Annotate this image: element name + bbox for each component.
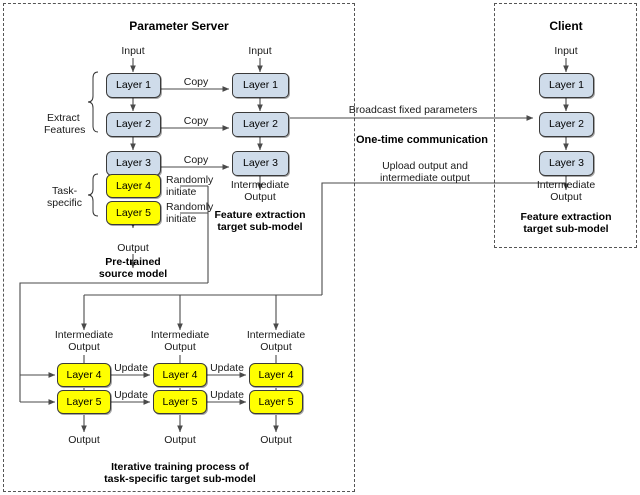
random-initiate-1-line1: Randomly (166, 174, 214, 186)
group-label-task-line2: specific (47, 197, 83, 209)
client-submodel-caption-line2: target sub-model (523, 223, 609, 235)
source-layer-2-label: Layer 2 (115, 118, 152, 131)
client-submodel-layer-2-label: Layer 2 (548, 118, 585, 131)
client-submodel-layer-1: Layer 1 (539, 73, 594, 98)
update-label-4: Update (210, 389, 244, 401)
one-time-communication-label: One-time communication (355, 134, 489, 146)
source-layer-4-label: Layer 4 (115, 179, 152, 192)
source-layer-1-label: Layer 1 (115, 79, 152, 92)
random-initiate-1-line2: initiate (166, 186, 197, 198)
copy-label-3: Copy (183, 154, 209, 166)
copy-label-2: Copy (183, 115, 209, 127)
client-submodel-layer-3-label: Layer 3 (548, 157, 585, 170)
source-caption-line2: source model (98, 268, 168, 280)
iter-1-layer-4-label: Layer 4 (66, 368, 102, 381)
iter-2-intermediate-line1: Intermediate (150, 329, 210, 341)
iter-3-intermediate-line1: Intermediate (246, 329, 306, 341)
server-submodel-intermediate-line2: Output (244, 191, 276, 203)
upload-label-line2: intermediate output (380, 172, 470, 184)
iter-3-layer-4: Layer 4 (249, 363, 303, 387)
iter-2-layer-4-label: Layer 4 (162, 368, 198, 381)
iterative-caption-line2: task-specific target sub-model (104, 473, 256, 485)
iter-2-intermediate-line2: Output (164, 341, 196, 353)
server-submodel-intermediate-line1: Intermediate (230, 179, 290, 191)
server-submodel-layer-1-label: Layer 1 (242, 79, 279, 92)
copy-label-1: Copy (183, 76, 209, 88)
iter-2-layer-4: Layer 4 (153, 363, 207, 387)
broadcast-label: Broadcast fixed parameters (348, 104, 478, 116)
update-label-1: Update (114, 362, 148, 374)
server-submodel-layer-2-label: Layer 2 (242, 118, 279, 131)
source-layer-5: Layer 5 (106, 201, 161, 225)
source-layer-3-label: Layer 3 (115, 157, 152, 170)
iter-3-layer-5: Layer 5 (249, 390, 303, 414)
group-label-task-line1: Task- (52, 185, 78, 197)
iter-1-layer-5-label: Layer 5 (66, 395, 102, 408)
client-submodel-layer-1-label: Layer 1 (548, 79, 585, 92)
source-layer-4: Layer 4 (106, 174, 161, 198)
group-label-extract-line1: Extract (47, 112, 80, 124)
client-submodel-layer-3: Layer 3 (539, 151, 594, 176)
source-layer-3: Layer 3 (106, 151, 161, 176)
iter-1-intermediate-line2: Output (68, 341, 100, 353)
upload-label-line1: Upload output and (382, 160, 468, 172)
client-submodel-input-label: Input (554, 45, 578, 57)
panel-parameter-server (3, 3, 355, 492)
server-submodel-layer-2: Layer 2 (232, 112, 289, 137)
random-initiate-2-line1: Randomly (166, 201, 214, 213)
server-submodel-caption-line1: Feature extraction (214, 209, 306, 221)
iter-3-intermediate-line2: Output (260, 341, 292, 353)
iter-2-output-label: Output (164, 434, 196, 446)
source-layer-2: Layer 2 (106, 112, 161, 137)
server-submodel-layer-1: Layer 1 (232, 73, 289, 98)
server-submodel-input-label: Input (248, 45, 272, 57)
source-input-label: Input (121, 45, 145, 57)
iter-2-layer-5-label: Layer 5 (162, 395, 198, 408)
iter-1-intermediate-line1: Intermediate (54, 329, 114, 341)
group-label-extract-line2: Features (44, 124, 86, 136)
iter-3-output-label: Output (260, 434, 292, 446)
source-output-label: Output (117, 242, 149, 254)
random-initiate-2-line2: initiate (166, 213, 197, 225)
iterative-caption-line1: Iterative training process of (111, 461, 249, 473)
client-submodel-intermediate-line1: Intermediate (536, 179, 596, 191)
update-label-2: Update (210, 362, 244, 374)
source-layer-1: Layer 1 (106, 73, 161, 98)
client-submodel-layer-2: Layer 2 (539, 112, 594, 137)
iter-2-layer-5: Layer 5 (153, 390, 207, 414)
iter-3-layer-5-label: Layer 5 (258, 395, 294, 408)
panel-title-client: Client (549, 19, 583, 33)
client-submodel-caption-line1: Feature extraction (520, 211, 612, 223)
iter-3-layer-4-label: Layer 4 (258, 368, 294, 381)
source-caption-line1: Pre-trained (105, 256, 161, 268)
client-submodel-intermediate-line2: Output (550, 191, 582, 203)
iter-1-layer-4: Layer 4 (57, 363, 111, 387)
server-submodel-caption-line2: target sub-model (217, 221, 303, 233)
server-submodel-layer-3: Layer 3 (232, 151, 289, 176)
source-layer-5-label: Layer 5 (115, 206, 152, 219)
panel-title-parameter-server: Parameter Server (129, 19, 229, 33)
iter-1-layer-5: Layer 5 (57, 390, 111, 414)
iter-1-output-label: Output (68, 434, 100, 446)
server-submodel-layer-3-label: Layer 3 (242, 157, 279, 170)
update-label-3: Update (114, 389, 148, 401)
